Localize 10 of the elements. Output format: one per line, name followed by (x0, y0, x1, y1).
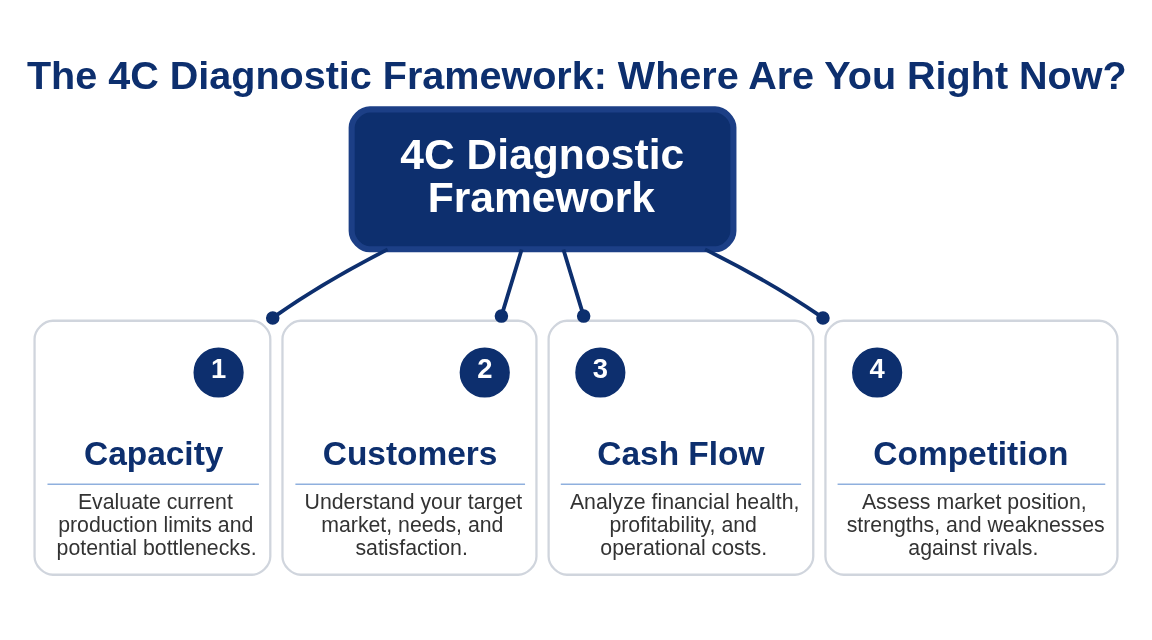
connector (561, 248, 591, 323)
connector (494, 248, 524, 323)
connector (265, 247, 389, 325)
node-circle: 4 (852, 347, 903, 398)
connector (704, 247, 830, 325)
diagram-title: The 4C Diagnostic Framework: Where Are You Right Now? (26, 53, 1127, 98)
node-circle: 3 (575, 347, 626, 398)
node-circle: 1 (193, 347, 244, 398)
node-circle: 2 (459, 347, 510, 398)
node-box: 4C Diagnostic Framework (348, 106, 737, 253)
